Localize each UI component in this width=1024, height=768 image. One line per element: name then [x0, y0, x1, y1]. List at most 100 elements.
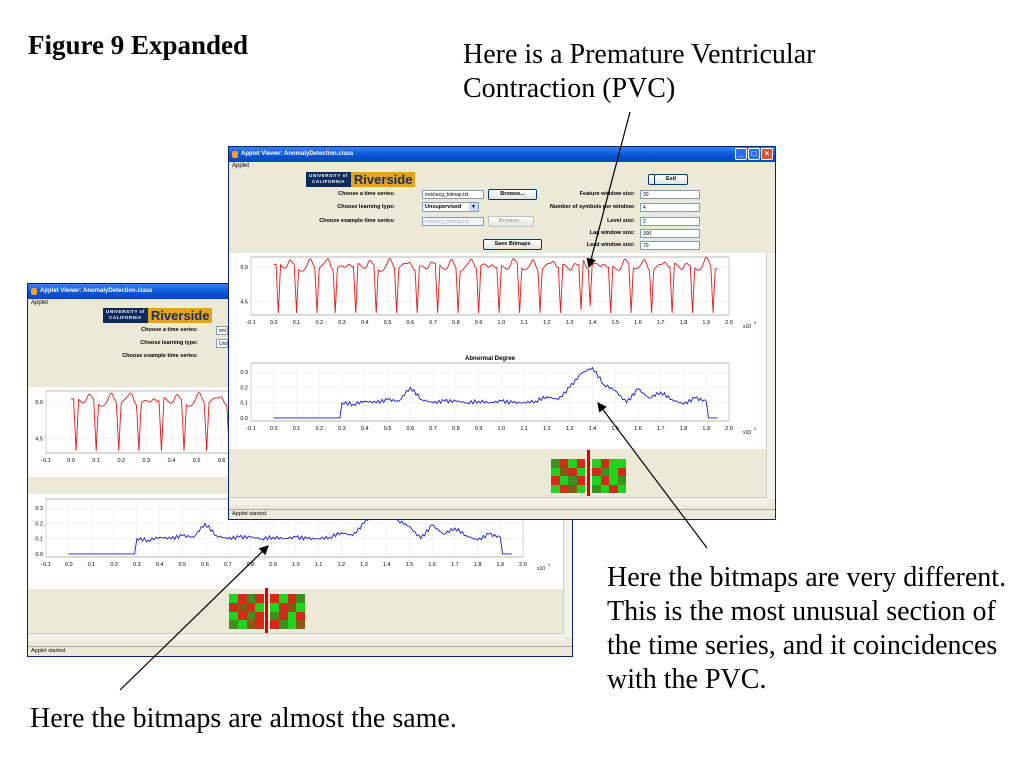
anomaly-y-tick-label: 0.3 [240, 370, 248, 376]
ecg-x-tick-label: 0.5 [384, 320, 392, 326]
front-vertical-scrollbar[interactable] [766, 253, 775, 499]
back-bitmap-left-cell [246, 611, 256, 621]
close-button[interactable]: × [761, 148, 773, 160]
anomaly-x-tick-label: 0.8 [247, 562, 255, 568]
ecg-x-tick-label: 2.0 [725, 320, 733, 326]
front-bitmap-right-cell [592, 459, 601, 468]
anomaly-x-tick-label: 0.0 [65, 562, 73, 568]
save-bitmaps-button[interactable]: Save Bitmaps [483, 239, 542, 250]
ecg-x-tick-label: 0.6 [218, 458, 226, 464]
front-window-titlebar[interactable]: Applet Viewer: AnomalyDetection.class _ … [229, 147, 775, 162]
anomaly-x-tick-label: 1.9 [496, 562, 504, 568]
label-symbols-per-window: Number of symbols per window: [550, 204, 635, 210]
back-series-field[interactable]: ent [216, 326, 228, 335]
feature-window-field[interactable]: 30 [640, 190, 700, 199]
ecg-x-tick-label: 0.5 [193, 458, 201, 464]
back-bitmap-left-cell [255, 594, 264, 603]
logo-california-text: CALIFORNIA [109, 315, 142, 320]
back-label-example: Choose example time series: [122, 353, 198, 359]
back-bitmap-right-cell [287, 602, 297, 612]
anomaly-y-tick-label: 0.0 [240, 416, 248, 422]
back-bitmap-right-cell [278, 602, 288, 612]
x-multiplier-label: x10 [537, 566, 545, 572]
chevron-down-icon[interactable]: ▼ [469, 203, 478, 211]
back-horizontal-scrollbar[interactable] [28, 633, 564, 641]
anomaly-x-tick-label: 0.4 [361, 426, 369, 432]
front-bitmap-right-cell [617, 476, 626, 485]
back-label-learning: Choose learning type: [140, 340, 198, 346]
ecg-x-tick-label: 1.6 [634, 320, 642, 326]
logo-riverside-text: Riverside [350, 172, 416, 187]
minimize-button[interactable]: _ [735, 148, 747, 160]
maximize-button[interactable]: □ [748, 148, 760, 160]
front-bitmap-left-cell [551, 484, 560, 493]
back-bitmap-left-cell [237, 594, 247, 603]
anomaly-y-tick-label: 0.1 [240, 401, 248, 407]
back-bitmap-right-cell [287, 611, 297, 621]
anomaly-x-tick-label: 0.5 [384, 426, 392, 432]
ecg-x-tick-label: 0.6 [407, 320, 415, 326]
learning-type-select[interactable]: Unsupervised ▼ [422, 202, 479, 212]
ecg-x-tick-label: 1.1 [520, 320, 528, 326]
front-bitmap-left-cell [559, 484, 568, 493]
anomaly-x-tick-label: 1.2 [337, 562, 345, 568]
front-window-title: Applet Viewer: AnomalyDetection.class [241, 151, 354, 157]
time-series-field[interactable]: ents\ecg_bitmap.txt [422, 190, 484, 199]
front-horizontal-scrollbar[interactable] [229, 497, 767, 505]
front-menu-applet[interactable]: Applet [232, 163, 250, 169]
anomaly-x-tick-label: 0.5 [178, 562, 186, 568]
front-bitmap-left-cell [551, 476, 560, 485]
back-bitmap-right-cell [270, 594, 279, 603]
front-bitmap-right-cell [617, 459, 626, 468]
lead-window-field[interactable]: 70 [640, 241, 700, 250]
front-bitmap-right-cell [592, 484, 601, 493]
anomaly-x-tick-label: 1.8 [680, 426, 688, 432]
back-bitmap-right-cell [278, 611, 288, 621]
level-size-field[interactable]: 2 [640, 217, 700, 226]
ecg-x-tick-label: 0.1 [92, 458, 100, 464]
anomaly-x-tick-label: 1.1 [520, 426, 528, 432]
anomaly-y-tick-label: 0.3 [35, 506, 43, 512]
exit-button[interactable]: Exit [654, 174, 688, 185]
anomaly-x-tick-label: 0.2 [110, 562, 118, 568]
java-app-icon [232, 151, 238, 158]
front-bitmap-right-cell [609, 459, 618, 468]
front-status-bar: Applet started. [229, 509, 775, 519]
anomaly-x-tick-label: 1.5 [611, 426, 619, 432]
anomaly-x-tick-label: 1.1 [315, 562, 323, 568]
x-multiplier-label: x10 [743, 430, 751, 436]
browse-example-button[interactable]: Browse... [488, 216, 534, 227]
ecg-y-tick-label: 4.5 [240, 299, 248, 305]
back-bitmap-left-cell [229, 602, 238, 612]
x-multiplier-exponent: 3 [754, 427, 756, 431]
ecg-x-tick-label: 0.2 [315, 320, 323, 326]
figure-title: Figure 9 Expanded [28, 30, 249, 60]
front-bitmap-right-cell [617, 484, 626, 493]
back-menu-applet[interactable]: Applet [31, 300, 49, 306]
anomaly-x-tick-label: 1.0 [498, 426, 506, 432]
lag-window-field[interactable]: 300 [640, 229, 700, 238]
anomaly-x-tick-label: 0.7 [429, 426, 437, 432]
front-bitmap-right [592, 459, 626, 493]
example-series-field[interactable]: ents\ecg_bitmap.txt [422, 217, 484, 226]
anomaly-x-tick-label: -0.1 [41, 562, 50, 568]
label-example-series: Choose example time series: [319, 218, 395, 224]
ecg-y-tick-label: 5.0 [35, 400, 43, 406]
back-bitmap-right-cell [270, 602, 279, 612]
back-label-series: Choose a time series: [141, 327, 198, 333]
back-learning-field[interactable]: Uns [216, 339, 228, 348]
ecg-x-tick-label: 0.2 [117, 458, 125, 464]
anomaly-x-tick-label: 1.4 [589, 426, 597, 432]
ecg-x-tick-label: -0.1 [41, 458, 50, 464]
label-lag-window: Lag window size: [589, 230, 635, 236]
ecg-x-tick-label: 1.8 [680, 320, 688, 326]
ecg-x-tick-label: 0.8 [452, 320, 460, 326]
ecg-x-tick-label: 1.9 [702, 320, 710, 326]
ecg-x-tick-label: 0.0 [270, 320, 278, 326]
anomaly-x-tick-label: 1.5 [406, 562, 414, 568]
front-bitmap-left-cell [551, 459, 560, 468]
browse-button[interactable]: Browse... [488, 189, 537, 200]
symbols-field[interactable]: 4 [640, 203, 700, 212]
